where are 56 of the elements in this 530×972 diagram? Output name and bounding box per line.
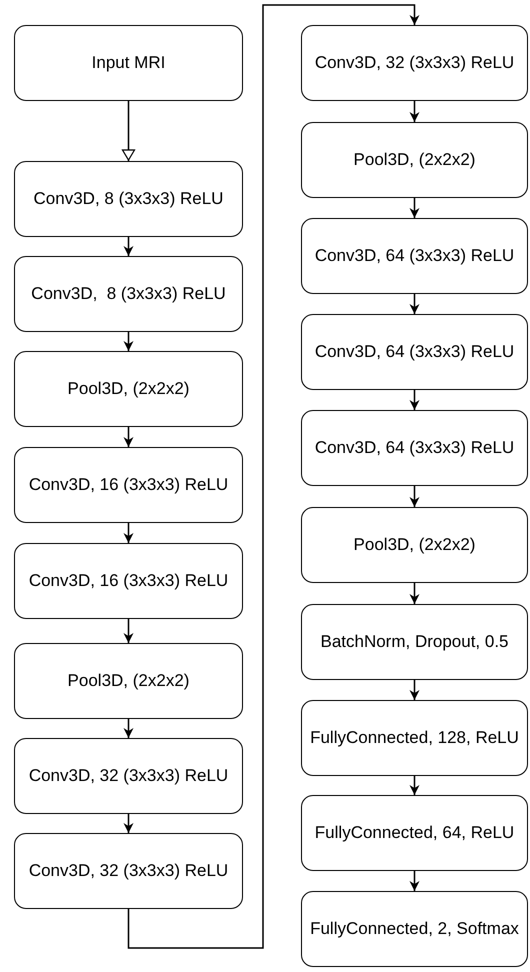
- arrow: [410, 294, 420, 314]
- arrow: [124, 719, 134, 738]
- process-box: [301, 604, 528, 680]
- process-box: [14, 833, 243, 909]
- arrow: [410, 680, 420, 700]
- arrow: [122, 101, 136, 161]
- box-label: Conv3D, 64 (3x3x3) ReLU: [314, 437, 514, 459]
- process-box: [301, 410, 528, 486]
- box-label: Pool3D, (2x2x2): [354, 149, 476, 171]
- box-label: Conv3D, 64 (3x3x3) ReLU: [314, 245, 514, 267]
- box-label: FullyConnected, 2, Softmax: [310, 918, 519, 940]
- process-box: [14, 643, 243, 719]
- box-label: Conv3D, 32 (3x3x3) ReLU: [28, 765, 228, 787]
- arrow: [410, 871, 420, 891]
- process-box: [14, 543, 243, 619]
- arrow: [410, 583, 420, 604]
- box-label: Conv3D, 32 (3x3x3) ReLU: [314, 52, 514, 74]
- box-label: Conv3D, 64 (3x3x3) ReLU: [314, 341, 514, 363]
- process-box: [301, 122, 528, 198]
- process-box: [301, 700, 528, 776]
- box-label: Conv3D, 16 (3x3x3) ReLU: [28, 474, 228, 496]
- process-box: [14, 256, 243, 332]
- box-label: Conv3D, 8 (3x3x3) ReLU: [34, 188, 224, 210]
- box-label: BatchNorm, Dropout, 0.5: [320, 631, 509, 653]
- arrow: [124, 332, 134, 351]
- arrow: [124, 814, 134, 833]
- arrow: [410, 776, 420, 795]
- process-box: [301, 507, 528, 583]
- process-box: [14, 351, 243, 427]
- process-box: [301, 891, 528, 967]
- arrow: [124, 237, 134, 256]
- box-label: Input MRI: [92, 52, 166, 74]
- arrow: [410, 198, 420, 218]
- process-box: [301, 314, 528, 390]
- arrow: [128, 4, 420, 949]
- box-label: Pool3D, (2x2x2): [354, 534, 476, 556]
- arrow: [410, 486, 420, 507]
- process-box: [301, 25, 528, 101]
- box-label: FullyConnected, 128, ReLU: [310, 727, 519, 749]
- process-box: [14, 161, 243, 237]
- process-box: [301, 795, 528, 871]
- box-label: Conv3D, 16 (3x3x3) ReLU: [28, 570, 228, 592]
- arrow: [124, 523, 134, 543]
- box-label: Conv3D, 32 (3x3x3) ReLU: [28, 860, 228, 882]
- arrow: [410, 390, 420, 410]
- box-label: Pool3D, (2x2x2): [68, 670, 190, 692]
- process-box: [14, 738, 243, 814]
- box-label: FullyConnected, 64, ReLU: [314, 822, 514, 844]
- box-label: Pool3D, (2x2x2): [68, 378, 190, 400]
- arrow: [124, 619, 134, 643]
- box-label: Conv3D, 8 (3x3x3) ReLU: [31, 283, 226, 305]
- process-box: [301, 218, 528, 294]
- arrow: [410, 101, 420, 122]
- process-box: [14, 25, 243, 101]
- process-box: [14, 447, 243, 523]
- arrow: [124, 427, 134, 447]
